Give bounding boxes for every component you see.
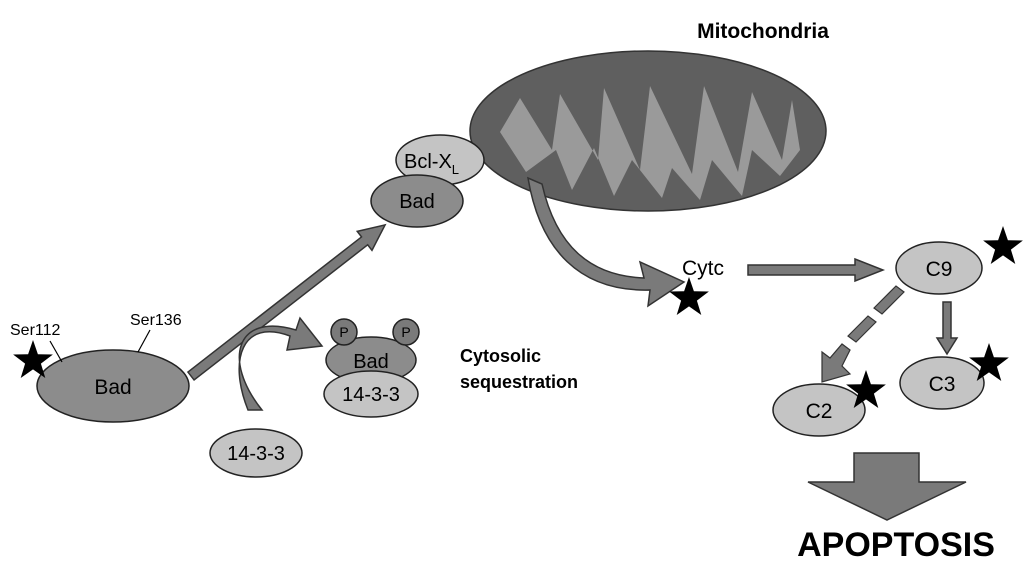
phosphate-icon xyxy=(330,318,358,346)
c9-oval xyxy=(895,241,983,295)
mitochondria-title: Mitochondria xyxy=(697,20,829,43)
protein-1433-free-label: 14-3-3 xyxy=(227,443,285,465)
star-icon xyxy=(969,343,1009,381)
ser112-label: Ser112 xyxy=(10,322,61,339)
cytosolic-label-line1: Cytosolic xyxy=(460,346,541,366)
bclxl-label: Bcl-XL xyxy=(404,151,459,177)
star-icon xyxy=(983,226,1023,264)
bad-left-label: Bad xyxy=(94,376,131,399)
apoptosis-label: APOPTOSIS xyxy=(797,526,995,564)
c3-label: C3 xyxy=(929,373,956,396)
c3-oval xyxy=(899,356,985,410)
bad-top-oval xyxy=(370,174,464,228)
bad-top-label: Bad xyxy=(399,191,435,213)
c2-oval xyxy=(772,383,866,437)
cytosolic-label-line2: sequestration xyxy=(460,372,578,392)
phosphate-icon xyxy=(392,318,420,346)
cytc-label: Cytc xyxy=(682,257,724,280)
apoptosis-arrow xyxy=(807,452,967,521)
protein-1433-bound-label: 14-3-3 xyxy=(342,384,400,406)
phospho-label-1: P xyxy=(339,324,348,340)
c9-to-c3-arrow xyxy=(935,301,959,356)
star-icon xyxy=(13,340,53,378)
ser136-label: Ser136 xyxy=(130,312,182,329)
mitochondrion xyxy=(469,50,827,212)
cytc-to-c9-arrow xyxy=(747,257,886,283)
protein-1433-free-oval xyxy=(209,428,303,478)
cytc-release-arrow xyxy=(527,176,686,308)
bad-middle-label: Bad xyxy=(353,351,389,373)
binding-arrow xyxy=(186,223,387,381)
c2-label: C2 xyxy=(806,400,833,423)
protein-1433-bound-oval xyxy=(323,370,419,418)
c9-to-c2-arrow xyxy=(821,285,905,383)
sequestration-arrow xyxy=(238,316,324,411)
star-icon xyxy=(846,370,886,408)
phospho-label-2: P xyxy=(401,324,410,340)
mitochondrial-cristae xyxy=(500,86,800,200)
c9-label: C9 xyxy=(926,258,953,281)
star-icon xyxy=(669,277,709,315)
bad-left-oval xyxy=(36,349,190,423)
